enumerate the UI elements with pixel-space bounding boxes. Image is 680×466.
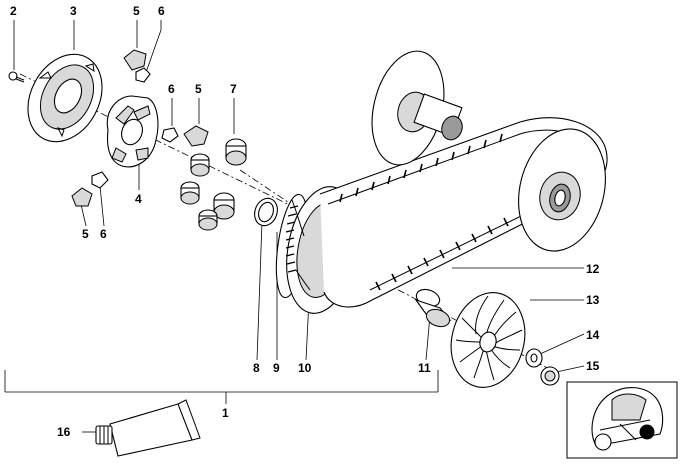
callout-5-low: 5 xyxy=(82,227,89,241)
screw-part xyxy=(8,71,25,83)
vehicle-thumbnail xyxy=(566,381,678,459)
callout-5-top: 5 xyxy=(133,4,140,18)
clutch-pulley-front xyxy=(518,128,606,252)
callout-8: 8 xyxy=(253,361,260,375)
callout-6-low: 6 xyxy=(100,227,107,241)
callout-3: 3 xyxy=(70,4,77,18)
clutch-pulley-rear xyxy=(371,50,463,166)
ramp-plate-part xyxy=(106,95,159,168)
slider-parts xyxy=(71,49,209,207)
callout-14: 14 xyxy=(586,328,600,342)
callout-1: 1 xyxy=(222,406,229,420)
seal-ring-part xyxy=(254,197,278,227)
roller-weights-part xyxy=(180,138,247,231)
callout-7: 7 xyxy=(230,82,237,96)
callout-4: 4 xyxy=(135,192,142,206)
callout-15: 15 xyxy=(586,359,600,373)
washer-part xyxy=(525,348,543,368)
callout-12: 12 xyxy=(586,262,600,276)
callout-6-mid: 6 xyxy=(168,82,175,96)
callout-5-mid: 5 xyxy=(195,82,202,96)
sleeve-part xyxy=(414,288,452,328)
callout-9: 9 xyxy=(273,361,280,375)
callout-2: 2 xyxy=(10,4,17,18)
grease-tube-part xyxy=(95,399,201,457)
fan-pulley-part xyxy=(450,292,526,388)
callout-6-top: 6 xyxy=(158,4,165,18)
callout-10: 10 xyxy=(298,361,312,375)
callout-13: 13 xyxy=(586,293,600,307)
belt-teeth xyxy=(339,133,541,291)
nut-part xyxy=(540,366,560,386)
callout-16: 16 xyxy=(57,425,71,439)
callout-11: 11 xyxy=(418,361,431,375)
cover-plate-part xyxy=(27,53,103,143)
